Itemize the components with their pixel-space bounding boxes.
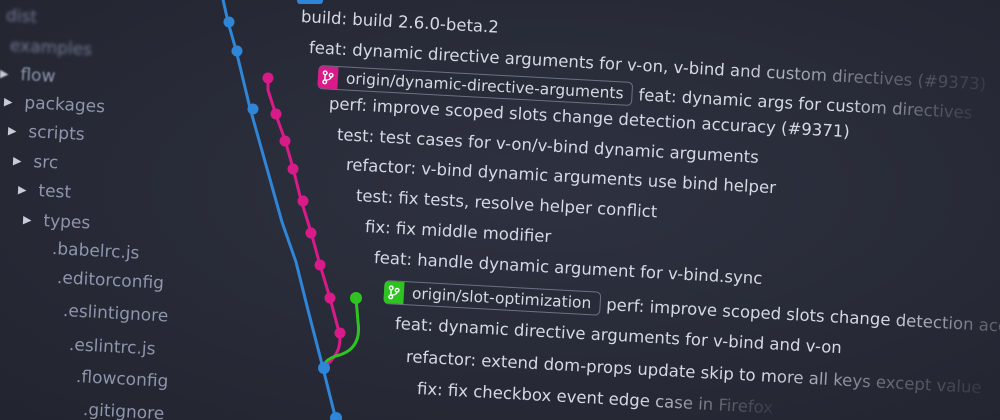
commit-message: test: fix tests, resolve helper conflict (355, 186, 658, 222)
branch-tag-partial[interactable] (297, 0, 323, 4)
tree-item-dist[interactable]: dist (5, 6, 37, 28)
commit-dot[interactable] (279, 135, 291, 147)
commit-message: fix: fix middle modifier (364, 217, 552, 247)
caret-right-icon[interactable]: ▶ (17, 183, 27, 197)
git-branch-icon (317, 66, 339, 90)
tree-item-label: .gitignore (82, 400, 165, 420)
commit-dot[interactable] (297, 195, 309, 207)
tree-item-flow[interactable]: ▶ flow (0, 64, 56, 87)
commit-dot[interactable] (314, 259, 326, 271)
tree-item-eslintignore[interactable]: .eslintignore (62, 301, 168, 326)
tree-item-label: examples (9, 36, 93, 61)
feature-branch-line (266, 78, 342, 370)
commit-dot[interactable] (324, 292, 336, 304)
commit-row[interactable]: fix: fix checkbox event edge case in Fir… (416, 379, 773, 417)
tree-item-label: test (37, 181, 72, 203)
tree-item-label: types (42, 211, 91, 234)
tree-item-label: src (32, 152, 59, 174)
caret-right-icon[interactable]: ▶ (3, 95, 13, 109)
commit-dot[interactable] (334, 327, 346, 339)
tree-item-flowconfig[interactable]: .flowconfig (75, 367, 168, 392)
commit-row[interactable]: fix: fix middle modifier (364, 217, 551, 246)
tree-item-label: dist (5, 6, 38, 28)
branch-tag-label: origin/slot-optimization (411, 284, 592, 313)
commit-message: build: build 2.6.0-beta.2 (300, 7, 500, 37)
commit-dot[interactable] (262, 72, 274, 84)
tree-item-gitignore[interactable]: .gitignore (82, 400, 164, 420)
commit-row[interactable]: build: build 2.6.0-beta.2 (300, 7, 499, 37)
tree-item-label: .editorconfig (56, 268, 165, 294)
file-tree-sidebar: dist examples ▶ flow ▶ packages ▶ scripts ▶… (0, 0, 230, 420)
tree-item-eslintrc[interactable]: .eslintrc.js (68, 335, 155, 360)
branch-tag-slot-optimization[interactable]: origin/slot-optimization (383, 280, 601, 316)
tree-item-label: .eslintrc.js (68, 335, 156, 360)
commit-dot[interactable] (231, 45, 243, 57)
commit-dot[interactable] (318, 362, 330, 374)
tree-item-packages[interactable]: ▶ packages (3, 92, 106, 118)
commit-dot[interactable] (270, 108, 282, 120)
tree-item-label: flow (19, 65, 56, 87)
commit-dot[interactable] (350, 292, 362, 304)
caret-right-icon[interactable]: ▶ (0, 67, 9, 81)
tree-item-editorconfig[interactable]: .editorconfig (56, 268, 164, 294)
commit-row[interactable]: origin/slot-optimization perf: improve s… (383, 280, 1000, 340)
commit-dot[interactable] (305, 227, 317, 239)
tree-item-label: .eslintignore (62, 301, 169, 327)
slot-branch-line (321, 297, 361, 369)
commit-row[interactable]: test: fix tests, resolve helper conflict (355, 186, 657, 221)
caret-right-icon[interactable]: ▶ (7, 124, 17, 138)
tree-item-label: scripts (27, 122, 86, 146)
tree-item-label: .babelrc.js (51, 239, 140, 264)
tree-item-src[interactable]: ▶ src (12, 151, 59, 174)
commit-dot[interactable] (330, 412, 342, 420)
branch-tag-dynamic-directive-arguments[interactable]: origin/dynamic-directive-arguments (317, 65, 634, 107)
git-branch-icon (383, 281, 405, 305)
commit-dot[interactable] (247, 103, 259, 115)
tree-item-babelrc[interactable]: .babelrc.js (51, 239, 139, 264)
tree-item-types[interactable]: ▶ types (22, 210, 91, 234)
tree-item-label: packages (23, 93, 106, 118)
main-branch-line (221, 0, 338, 420)
tree-item-scripts[interactable]: ▶ scripts (7, 121, 85, 145)
tree-item-label: .flowconfig (75, 367, 169, 392)
tree-item-examples[interactable]: examples (9, 36, 92, 60)
tree-item-test[interactable]: ▶ test (17, 180, 72, 203)
caret-right-icon[interactable]: ▶ (12, 154, 22, 168)
caret-right-icon[interactable]: ▶ (22, 213, 32, 227)
commit-dot[interactable] (287, 163, 299, 175)
commit-message: fix: fix checkbox event edge case in Fir… (416, 379, 774, 418)
commit-row[interactable]: origin/dynamic-directive-arguments feat:… (317, 65, 973, 124)
